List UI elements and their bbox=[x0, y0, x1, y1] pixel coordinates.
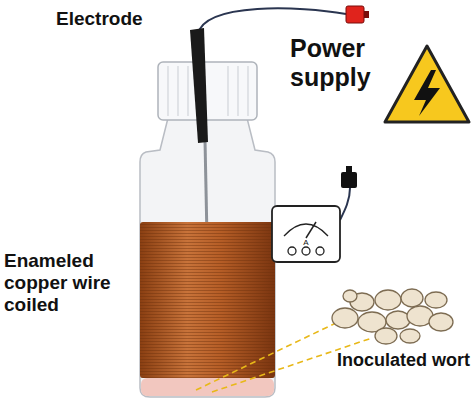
electrode-rod bbox=[190, 28, 208, 143]
ammeter bbox=[272, 206, 340, 262]
unit-symbol: A bbox=[303, 238, 308, 247]
plug-pin bbox=[346, 166, 352, 173]
wort-liquid bbox=[141, 378, 274, 396]
part-label: Enameled copper wire coiled bbox=[4, 250, 130, 316]
copper-coil bbox=[140, 222, 275, 378]
yeast-cells bbox=[332, 289, 453, 344]
part-label: Inoculated wort bbox=[337, 350, 470, 371]
plug-pin bbox=[364, 11, 369, 18]
part-label: Power supply bbox=[290, 34, 402, 92]
lightning-bolt bbox=[414, 70, 440, 116]
supply-wire bbox=[198, 8, 346, 34]
part-label: Electrode bbox=[56, 8, 143, 30]
coil-turns bbox=[140, 222, 275, 378]
ammeter-needle bbox=[306, 222, 316, 238]
red-plug bbox=[346, 6, 364, 23]
warning-sign bbox=[385, 46, 469, 122]
bottle-cap bbox=[158, 62, 257, 120]
ammeter-dial bbox=[284, 224, 328, 236]
ammeter-wire bbox=[340, 188, 350, 220]
bottle bbox=[140, 118, 275, 397]
black-plug bbox=[341, 172, 357, 188]
